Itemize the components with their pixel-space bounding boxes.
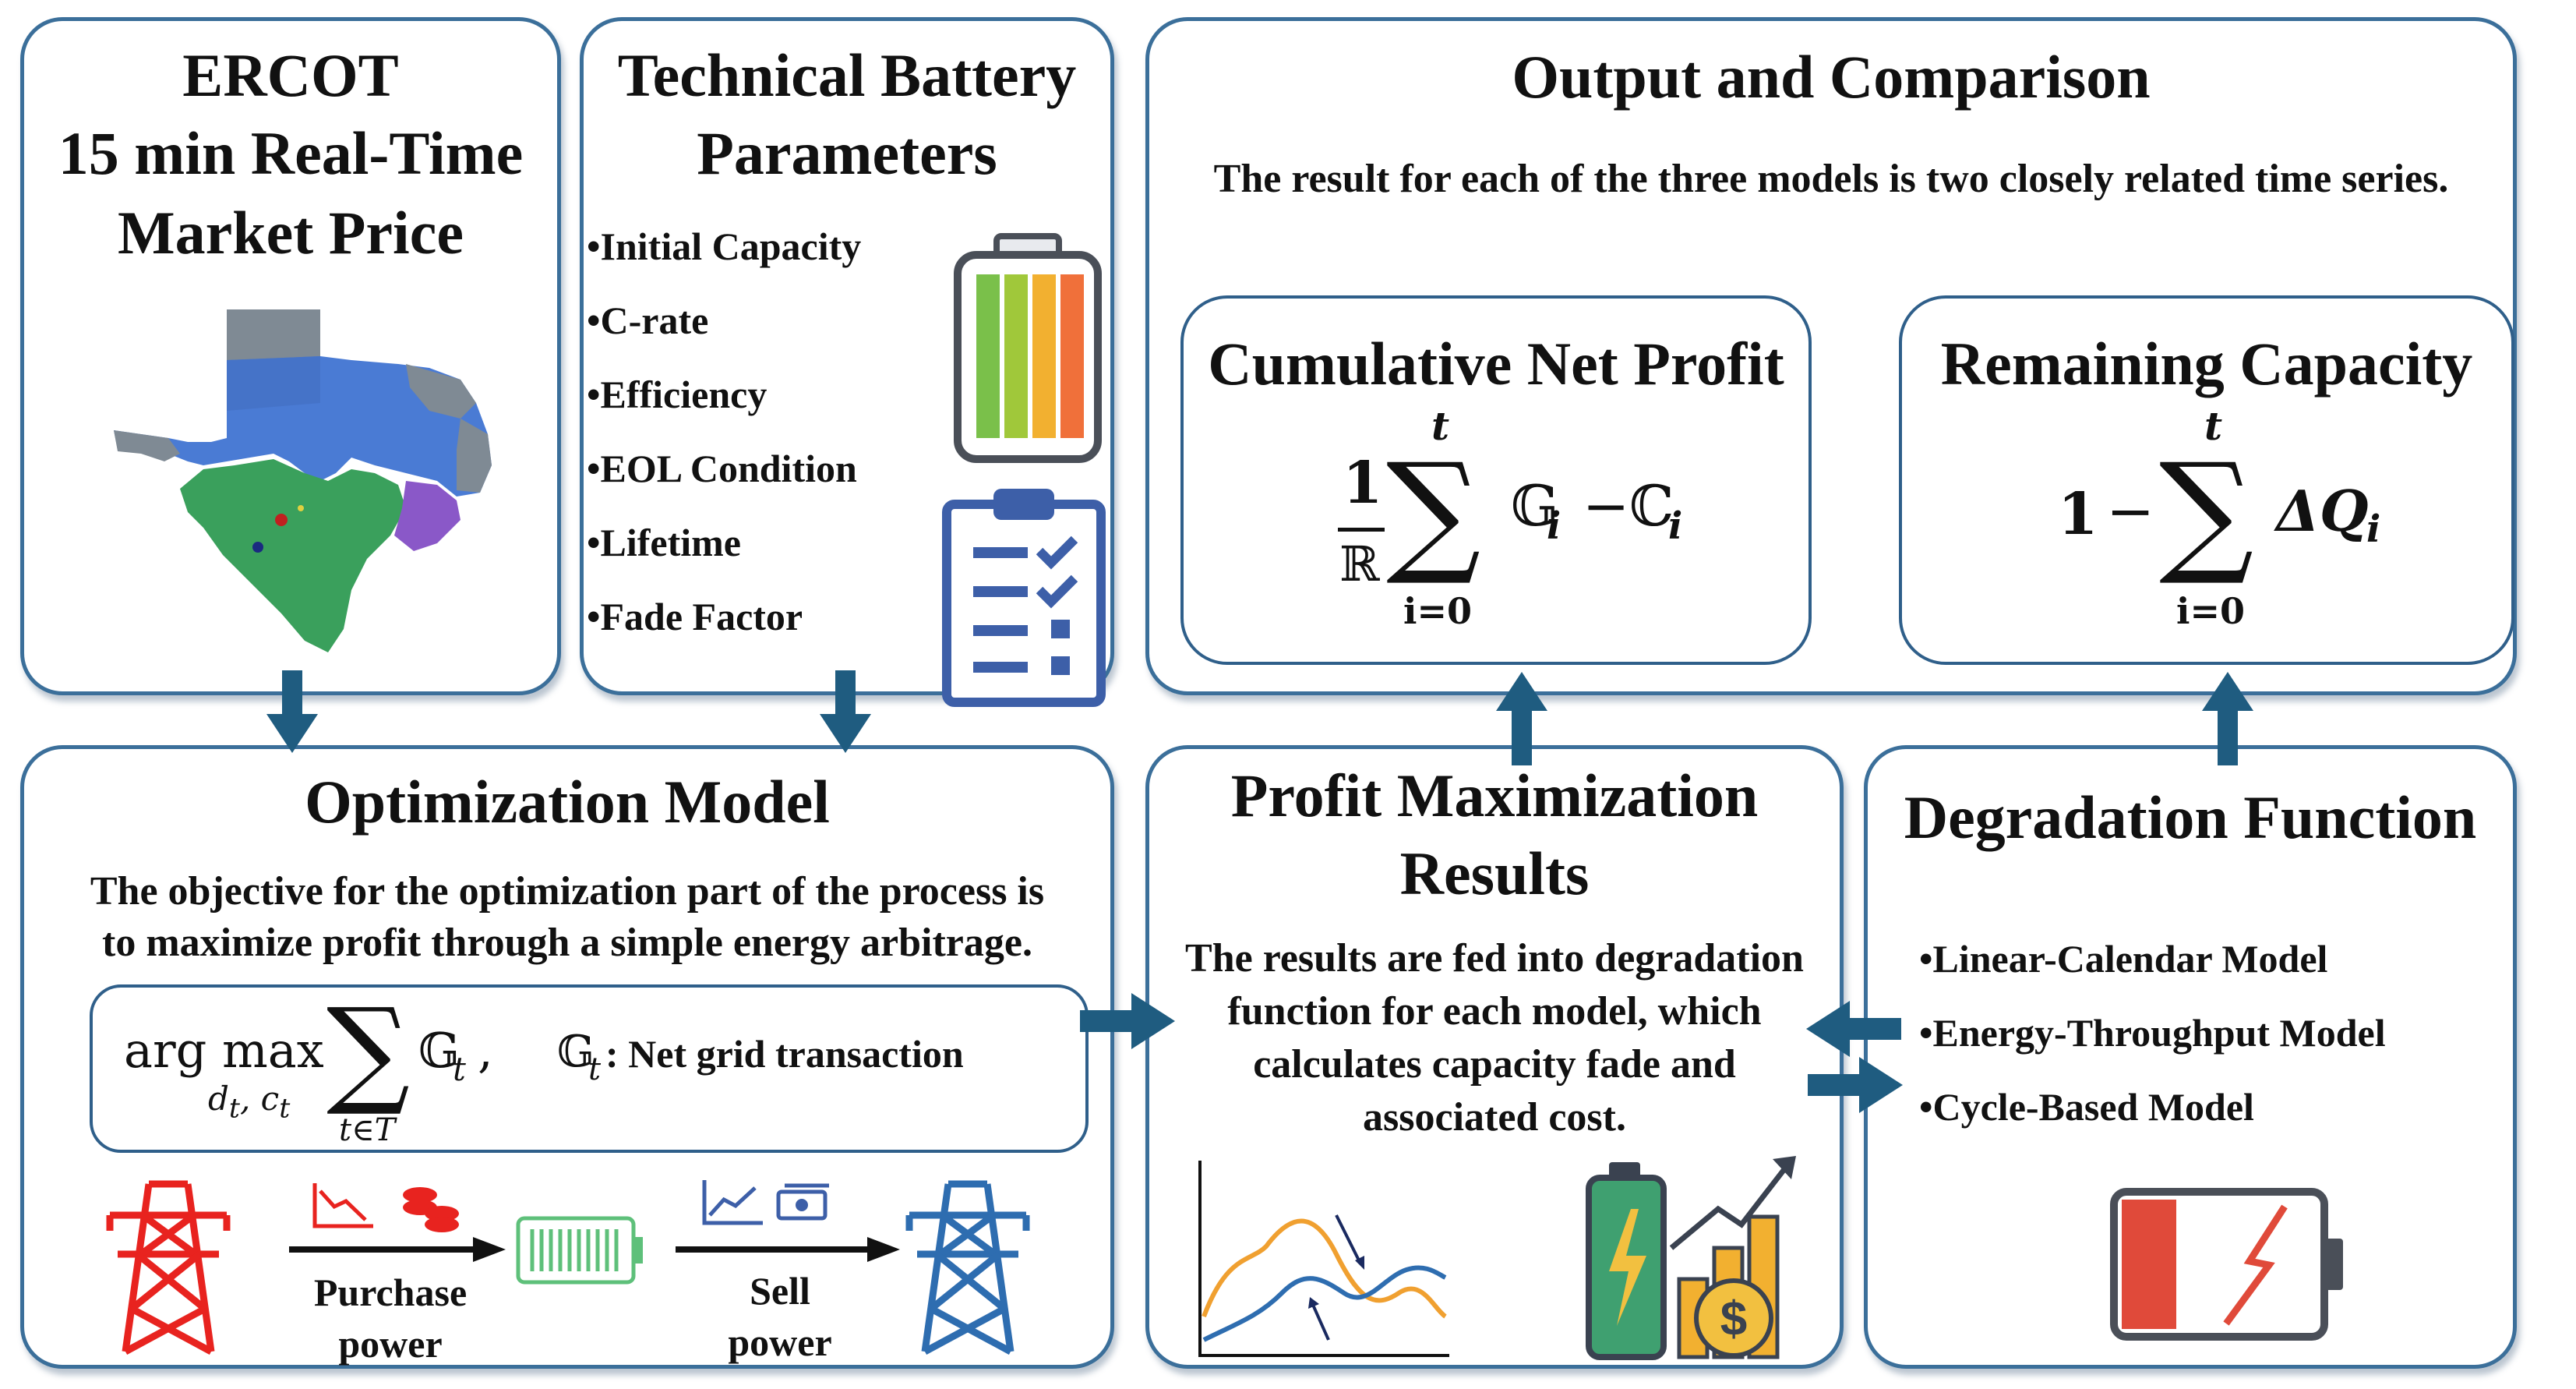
price-down-coins-icon: [312, 1183, 459, 1232]
battery-param-item: •Lifetime: [587, 521, 741, 564]
purchase-power-label-line-2: power: [338, 1322, 443, 1366]
remaining-capacity-box: Remaining Capacity 1 − t ∑ i=0 ΔQ i: [1899, 295, 2514, 665]
time-series-chart-icon: [1198, 1161, 1449, 1357]
battery-param-item: •Initial Capacity: [587, 224, 862, 268]
optimization-title: Optimization Model: [305, 768, 830, 836]
remaining-capacity-title: Remaining Capacity: [1940, 330, 2473, 398]
degradation-function-panel: Degradation Function •Linear-Calendar Mo…: [1864, 745, 2517, 1369]
optimization-model-panel: Optimization Model The objective for the…: [20, 745, 1114, 1369]
output-title: Output and Comparison: [1512, 43, 2151, 111]
degradation-model-item: •Energy-Throughput Model: [1919, 1011, 2386, 1055]
remaining-capacity-formula: 1 − t ∑ i=0 ΔQ i: [2058, 403, 2381, 632]
degradation-model-list: •Linear-Calendar Model •Energy-Throughpu…: [1919, 922, 2386, 1144]
arrow-ercot-to-optimization: [266, 670, 318, 753]
sum-symbol-icon: ∑: [1386, 435, 1481, 589]
purchase-power-label-line-1: Purchase: [313, 1271, 468, 1314]
battery-param-item: •C-rate: [587, 299, 709, 342]
battery-charging-icon: [516, 1216, 643, 1285]
battery-profit-growth-icon: $: [1586, 1156, 1796, 1360]
arrow-params-to-optimization: [820, 670, 871, 753]
arrow-optimization-to-results: [1080, 993, 1175, 1049]
cumulative-profit-title: Cumulative Net Profit: [1208, 330, 1784, 398]
sell-power-label-line-1: Sell: [750, 1269, 810, 1313]
battery-degraded-icon: [2110, 1188, 2343, 1341]
ercot-panel: ERCOT 15 min Real-Time Market Price: [20, 17, 561, 695]
profit-results-desc-line-4: associated cost.: [1363, 1095, 1626, 1140]
objective-formula-box: arg max dt, ct ∑ t∈T 𝔾 t , 𝔾 t : Net gri…: [90, 984, 1089, 1153]
ercot-title-line-1: ERCOT: [182, 41, 399, 109]
profit-results-desc-line-3: calculates capacity fade and: [1253, 1042, 1736, 1087]
optimization-desc-line-2: to maximize profit through a simple ener…: [102, 921, 1032, 965]
optimization-desc-line-1: The objective for the optimization part …: [90, 869, 1045, 914]
profit-results-title-line-2: Results: [1399, 839, 1590, 907]
battery-full-icon: [954, 233, 1102, 463]
clipboard-checklist-icon: [942, 489, 1106, 707]
cumulative-profit-box: Cumulative Net Profit 1 ℝ t ∑ i=0 𝔾 i − …: [1180, 295, 1812, 665]
degradation-model-item: •Linear-Calendar Model: [1919, 937, 2328, 981]
profit-results-title-line-1: Profit Maximization: [1230, 762, 1759, 829]
battery-params-title-line-1: Technical Battery: [617, 41, 1077, 109]
sum-symbol-icon: ∑: [326, 984, 411, 1119]
sell-power-label-line-2: power: [728, 1320, 832, 1364]
degradation-title: Degradation Function: [1904, 783, 2477, 851]
degradation-model-item: •Cycle-Based Model: [1919, 1085, 2254, 1129]
battery-params-list: •Initial Capacity •C-rate •Efficiency •E…: [587, 210, 861, 654]
battery-params-title-line-2: Parameters: [697, 119, 997, 187]
battery-param-item: •Fade Factor: [587, 595, 803, 638]
price-up-cash-icon: [702, 1180, 829, 1225]
arrow-results-to-profit-output: [1496, 672, 1547, 765]
ercot-title-line-3: Market Price: [118, 199, 464, 267]
output-subtitle: The result for each of the three models …: [1213, 157, 2449, 201]
arrow-degradation-to-capacity-output: [2202, 672, 2253, 765]
sell-arrow: [676, 1237, 900, 1262]
purchase-arrow: [289, 1237, 506, 1262]
power-tower-blue-icon: [905, 1180, 1030, 1355]
sum-symbol-icon: ∑: [2159, 435, 2254, 589]
arrow-degradation-to-results: [1806, 1001, 1901, 1057]
svg-text:$: $: [1720, 1292, 1747, 1346]
battery-params-panel: Technical Battery Parameters •Initial Ca…: [580, 17, 1114, 707]
battery-param-item: •Efficiency: [587, 373, 768, 416]
profit-results-desc-line-2: function for each model, which: [1227, 989, 1762, 1034]
arrow-results-to-degradation: [1808, 1057, 1903, 1113]
power-tower-red-icon: [106, 1180, 231, 1355]
texas-map-icon: [114, 309, 492, 652]
cumulative-profit-formula: 1 ℝ t ∑ i=0 𝔾 i − ℂ i: [1338, 403, 1683, 632]
profit-results-panel: Profit Maximization Results The results …: [1145, 745, 1844, 1369]
battery-param-item: •EOL Condition: [587, 447, 857, 490]
output-comparison-panel: Output and Comparison The result for eac…: [1145, 17, 2517, 695]
profit-results-desc-line-1: The results are fed into degradation: [1185, 936, 1804, 981]
ercot-title-line-2: 15 min Real-Time: [58, 119, 524, 187]
